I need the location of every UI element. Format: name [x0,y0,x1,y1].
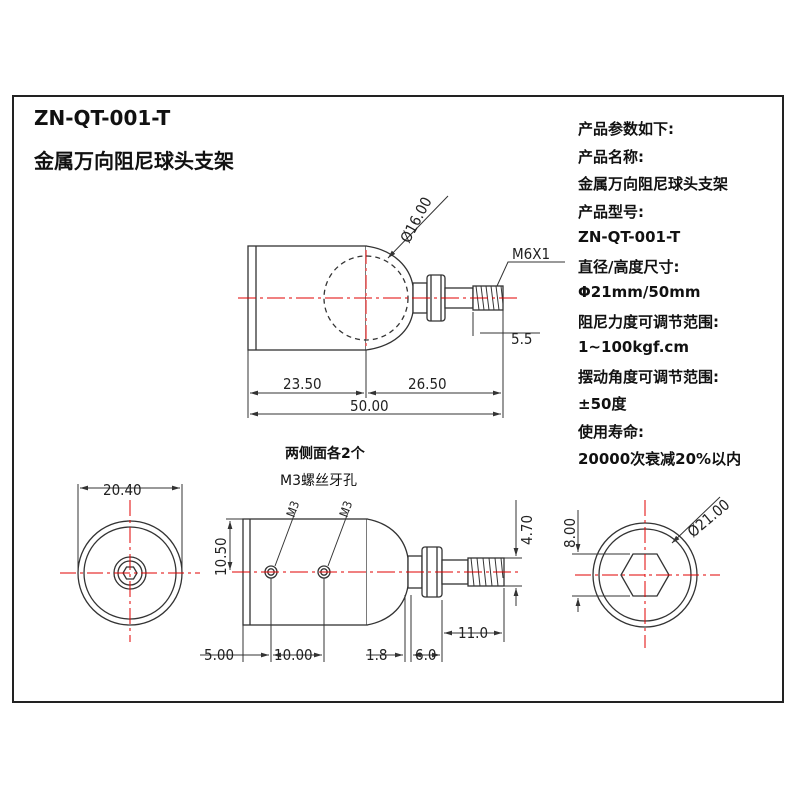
thread-height-label: 4.70 [518,515,536,545]
spec-size-label: 直径/高度尺寸: [578,258,680,276]
m3-hole-1-label: M3 [284,499,303,519]
length-right-label: 26.50 [408,375,447,393]
height-label: 10.50 [212,537,230,576]
dim-10-label: 10.00 [274,646,313,664]
m3-note-line1: 两侧面各2个 [285,445,366,462]
product-title: 金属万向阻尼球头支架 [34,149,234,173]
length-total-label: 50.00 [350,397,389,415]
side-view [200,500,522,662]
spec-model-label: 产品型号: [578,203,644,221]
left-end-view [60,484,200,642]
spec-life-label: 使用寿命: [578,423,644,441]
dim-6-label: 6.0 [415,646,436,664]
hex-size-label: 8.00 [561,518,579,548]
model-title: ZN-QT-001-T [34,106,171,130]
ball-diameter-label: Ø16.00 [397,194,436,246]
dim-11-label: 11.0 [458,624,488,642]
right-hex-socket [620,553,670,597]
drawing-frame [12,95,784,703]
spec-name-label: 产品名称: [578,148,644,166]
spec-damping-label: 阻尼力度可调节范围: [578,313,719,331]
spec-size-value: Φ21mm/50mm [578,283,701,301]
thread-label: M6X1 [512,245,550,263]
right-diameter-label: Ø21.00 [684,496,733,541]
thread-length-label: 5.5 [511,330,532,348]
length-left-label: 23.50 [283,375,322,393]
spec-angle-value: ±50度 [578,395,627,413]
spec-angle-label: 摆动角度可调节范围: [578,368,719,386]
spec-model-value: ZN-QT-001-T [578,228,681,246]
m3-note-line2: M3螺丝牙孔 [280,473,357,489]
dim-1-8-label: 1.8 [366,646,387,664]
spec-name-value: 金属万向阻尼球头支架 [578,175,729,193]
right-end-view [572,496,721,648]
left-width-label: 20.40 [103,481,142,499]
dim-5-label: 5.00 [204,646,234,664]
spec-damping-value: 1~100kgf.cm [578,338,689,356]
spec-heading: 产品参数如下: [578,120,674,138]
top-view [238,195,565,418]
m3-hole-2-label: M3 [337,499,356,519]
spec-life-value: 20000次衰减20%以内 [578,450,742,468]
